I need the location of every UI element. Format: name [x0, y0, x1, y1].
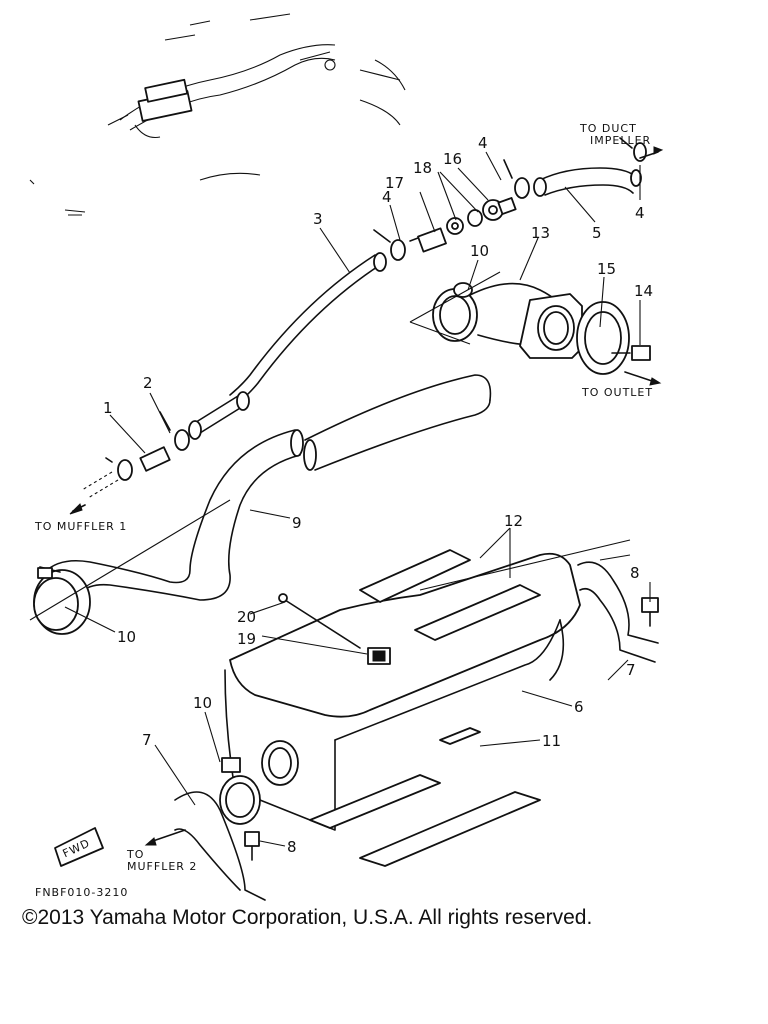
callout-8-right: 8: [630, 564, 640, 582]
callout-10-lower: 10: [193, 694, 212, 712]
callout-10-left: 10: [117, 628, 136, 646]
callout-2: 2: [143, 374, 153, 392]
fwd-arrow: FWD: [54, 827, 104, 867]
callout-11: 11: [542, 732, 561, 750]
to-duct-impeller-line1: TO DUCT: [579, 122, 637, 135]
callout-12: 12: [504, 512, 523, 530]
callout-numbers: 1 2 3 4 4 4 5 6 7 7 8 8 9 10 10 10 11 12…: [103, 134, 653, 856]
joint-and-clamps: [69, 411, 190, 515]
leader-lines: [29, 151, 651, 847]
lower-clamp-and-band: [174, 757, 266, 901]
callout-10-upper: 10: [470, 242, 489, 260]
callout-9: 9: [292, 514, 302, 532]
callout-7-left: 7: [142, 731, 152, 749]
callout-13: 13: [531, 224, 550, 242]
right-band-7: [577, 561, 659, 663]
outlet-elbow-13: [409, 271, 651, 375]
location-inset-sketch: [29, 13, 406, 216]
callout-19: 19: [237, 630, 256, 648]
fittings-row: [373, 137, 647, 261]
hose-5: [533, 167, 642, 197]
to-muffler-1-label: TO MUFFLER 1: [34, 520, 127, 533]
callout-4-right: 4: [635, 204, 645, 222]
callout-4-left: 4: [382, 188, 392, 206]
hose-9: [44, 429, 304, 601]
callout-18: 18: [413, 159, 432, 177]
muffler-body-6: [224, 549, 581, 831]
callout-5: 5: [592, 224, 602, 242]
to-duct-impeller-line2: IMPELLER: [590, 134, 651, 147]
hose-3: [188, 252, 387, 440]
outlet-hose: [303, 374, 492, 471]
callout-20: 20: [237, 608, 256, 626]
to-outlet-label: TO OUTLET: [581, 386, 653, 399]
callout-14: 14: [634, 282, 653, 300]
plates-11: [309, 727, 541, 867]
copyright-notice: ©2013 Yamaha Motor Corporation, U.S.A. A…: [22, 906, 593, 929]
clamp-10-left: [33, 566, 91, 635]
callout-15: 15: [597, 260, 616, 278]
callout-7-right: 7: [626, 661, 636, 679]
callout-8-lower: 8: [287, 838, 297, 856]
to-muffler-2-line2: MUFFLER 2: [127, 860, 197, 873]
callout-6: 6: [574, 698, 584, 716]
callout-17: 17: [385, 174, 404, 192]
callout-3: 3: [313, 210, 323, 228]
callout-16: 16: [443, 150, 462, 168]
callout-1: 1: [103, 399, 113, 417]
to-muffler-2-line1: TO: [126, 848, 144, 861]
drawing-code: FNBF010-3210: [35, 886, 128, 899]
callout-4-mid: 4: [478, 134, 488, 152]
